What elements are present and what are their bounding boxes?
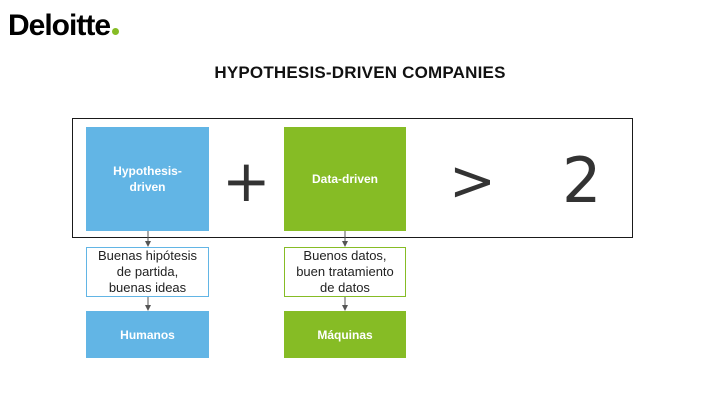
humanos-block: Humanos bbox=[86, 311, 209, 358]
page-title: HYPOTHESIS-DRIVEN COMPANIES bbox=[214, 63, 506, 82]
logo-dot-icon bbox=[112, 28, 120, 35]
greater-than-sign: > bbox=[449, 149, 496, 214]
maquinas-block: Máquinas bbox=[284, 311, 406, 358]
deloitte-logo: Deloitte bbox=[8, 6, 120, 46]
hypothesis-driven-block: Hypothesis- driven bbox=[86, 127, 209, 231]
human-note-box: Buenas hipótesis de partida, buenas idea… bbox=[86, 247, 209, 297]
machine-note-box: Buenos datos, buen tratamiento de datos bbox=[284, 247, 406, 297]
plus-sign: + bbox=[222, 147, 271, 215]
logo-text: Deloitte bbox=[8, 9, 111, 42]
data-driven-block: Data-driven bbox=[284, 127, 406, 231]
equation-frame bbox=[72, 118, 633, 238]
result-value: 2 bbox=[562, 144, 602, 217]
